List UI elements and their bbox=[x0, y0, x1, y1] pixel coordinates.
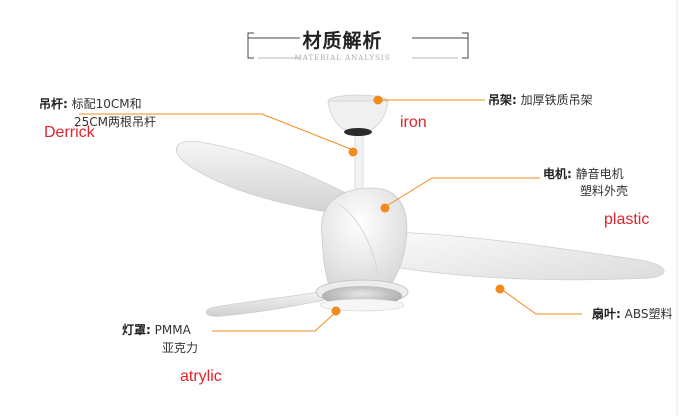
fan-blade-bottom bbox=[205, 289, 336, 317]
dot-blade bbox=[495, 284, 505, 294]
callout-rod-name: 吊杆: bbox=[39, 97, 68, 111]
callout-blade-name: 扇叶: bbox=[592, 307, 621, 321]
callout-rod: 吊杆: 标配10CM和 bbox=[39, 96, 142, 113]
page-subtitle: MATERIAL ANALYSIS bbox=[294, 54, 391, 62]
annotation-iron: iron bbox=[400, 114, 427, 131]
callout-motor: 电机: 静音电机 bbox=[543, 166, 624, 183]
callout-rod-line1: 标配10CM和 bbox=[71, 97, 142, 111]
dot-motor bbox=[380, 203, 390, 213]
leader-lines bbox=[79, 99, 582, 332]
fan-blade-right bbox=[394, 231, 665, 281]
callout-bracket-line1: 加厚铁质吊架 bbox=[520, 93, 593, 107]
callout-lampshade-name: 灯罩: bbox=[122, 323, 151, 337]
callout-lampshade-line1: PMMA bbox=[154, 323, 191, 337]
title-frame bbox=[247, 32, 469, 59]
lamp-shade bbox=[315, 279, 409, 312]
callout-bracket-name: 吊架: bbox=[488, 93, 517, 107]
callout-rod-line2: 25CM两根吊杆 bbox=[74, 115, 157, 129]
callout-lampshade-line2: 亚克力 bbox=[162, 341, 199, 355]
callout-motor-name: 电机: bbox=[543, 167, 572, 181]
motor-housing bbox=[321, 187, 408, 289]
callout-dots bbox=[331, 95, 505, 316]
callout-lampshade: 灯罩: PMMA bbox=[122, 322, 191, 339]
callout-motor-line1: 静音电机 bbox=[575, 167, 624, 181]
fan-blade-left bbox=[176, 140, 351, 216]
ceiling-canopy bbox=[327, 94, 389, 136]
page-title: 材质解析 bbox=[302, 30, 383, 52]
annotation-derrick: Derrick bbox=[44, 124, 95, 141]
dot-lampshade bbox=[331, 306, 341, 316]
annotation-atrylic: atrylic bbox=[180, 368, 222, 385]
callout-blade-line1: ABS塑料 bbox=[624, 307, 673, 321]
callout-bracket: 吊架: 加厚铁质吊架 bbox=[488, 92, 593, 109]
callout-motor-line2: 塑料外壳 bbox=[580, 184, 629, 198]
dot-bracket bbox=[373, 95, 383, 105]
dot-rod bbox=[348, 147, 358, 157]
callout-blade: 扇叶: ABS塑料 bbox=[592, 306, 673, 323]
annotation-plastic: plastic bbox=[604, 211, 650, 228]
